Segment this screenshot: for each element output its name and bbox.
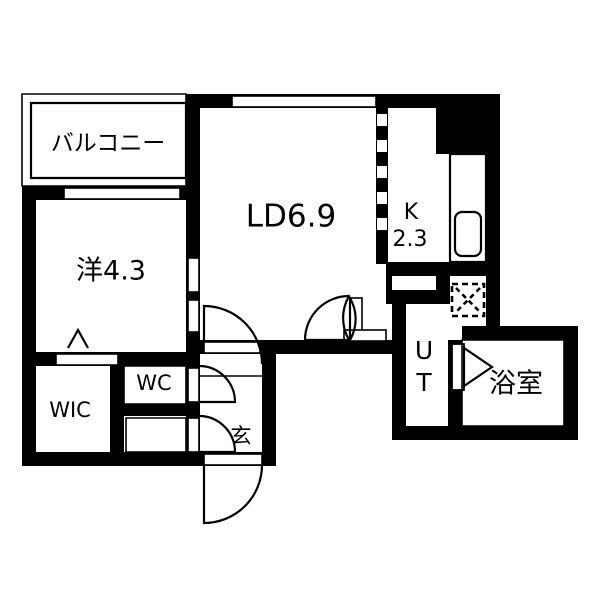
wall-kitchen-bottom — [378, 262, 450, 276]
wall-genkan-right — [262, 340, 276, 466]
wic-partition-dash — [114, 408, 126, 412]
kitchen-size-label: 2.3 — [393, 227, 428, 252]
partition-gap-2 — [377, 140, 387, 152]
entrance-door-panel[interactable] — [203, 453, 263, 466]
kitchen-partition — [376, 108, 388, 264]
bedroom-closet-opening — [55, 353, 119, 366]
bedroom-door-panel[interactable] — [203, 341, 261, 354]
openings — [55, 95, 465, 466]
entrance-door-swing — [202, 464, 264, 525]
ut-floor — [406, 304, 448, 426]
washer-pan-cross — [455, 287, 481, 313]
wic-label: WIC — [49, 398, 91, 422]
bath-outline — [461, 339, 565, 427]
washing-machine-pan — [450, 282, 486, 318]
bath-floor — [462, 340, 564, 426]
hall-ld-door-panel[interactable] — [343, 329, 387, 342]
partition-gap-4 — [377, 192, 387, 204]
door-swings — [198, 293, 494, 525]
genkan-label: 玄 — [231, 424, 252, 448]
kitchen-label: K — [404, 200, 419, 225]
bedroom-door-slot-upper — [187, 257, 200, 293]
bedroom-label: 洋4.3 — [76, 256, 146, 287]
wc-door-swing — [198, 364, 237, 404]
wc-floor — [124, 366, 186, 404]
genkan-door-slot[interactable] — [187, 417, 200, 453]
ld-window — [231, 95, 377, 108]
washer-pan-outline — [450, 282, 486, 318]
wall-ut-bottom — [392, 426, 462, 440]
hall-ld-swing-arc — [303, 294, 350, 341]
kitchen-sink — [453, 210, 483, 258]
closet-rod-marker — [67, 327, 89, 349]
wall-bath-right — [564, 326, 578, 440]
hall-ld-swing-shape — [348, 293, 357, 345]
bedroom-door-slot-lower — [187, 299, 200, 333]
bath-door-arrow-icon — [462, 345, 494, 389]
wall-bath-top-ext — [486, 326, 578, 340]
kitchen-counter — [448, 152, 488, 264]
wall-left-outer — [22, 186, 36, 466]
balcony-label: バルコニー — [51, 131, 166, 157]
wc-door-slot[interactable] — [187, 367, 200, 403]
wc-outline — [123, 365, 187, 405]
fixtures — [67, 152, 565, 453]
utility-label-u: U — [415, 336, 433, 365]
wall-wic-right — [110, 404, 124, 466]
partition-gap-5 — [377, 218, 387, 230]
wall-right-kitchen — [486, 94, 500, 266]
partition-gap-3 — [377, 166, 387, 178]
partition-gap-1 — [377, 114, 387, 126]
wall-wic-wc-divider — [110, 352, 124, 412]
wall-ut-left — [392, 304, 406, 440]
closet-small-floor — [124, 416, 186, 452]
room-labels: LD6.9 洋4.3 K 2.3 WIC WC 玄 U T 浴室 — [49, 199, 543, 449]
wall-bath-bottom — [448, 426, 578, 440]
wic-floor — [36, 366, 110, 452]
hall-ld-door-swing — [342, 295, 350, 341]
genkan-door-swing — [198, 414, 237, 454]
small-closet-outline — [125, 417, 187, 453]
kitchen-partition-bar — [376, 108, 388, 264]
bedroom-floor — [36, 200, 186, 352]
wall-ld-bottom-right — [334, 340, 350, 354]
wc-label: WC — [136, 371, 171, 395]
room-interiors — [36, 108, 564, 452]
wall-washer-top — [436, 262, 500, 276]
living-dining-label: LD6.9 — [246, 199, 336, 235]
bedroom-door-swing — [202, 304, 264, 365]
utility-label-t: T — [415, 368, 432, 397]
bath-label: 浴室 — [489, 369, 543, 400]
balcony-window — [63, 187, 181, 200]
wall-ut-top — [392, 290, 450, 304]
kitchen-floor — [386, 108, 436, 262]
